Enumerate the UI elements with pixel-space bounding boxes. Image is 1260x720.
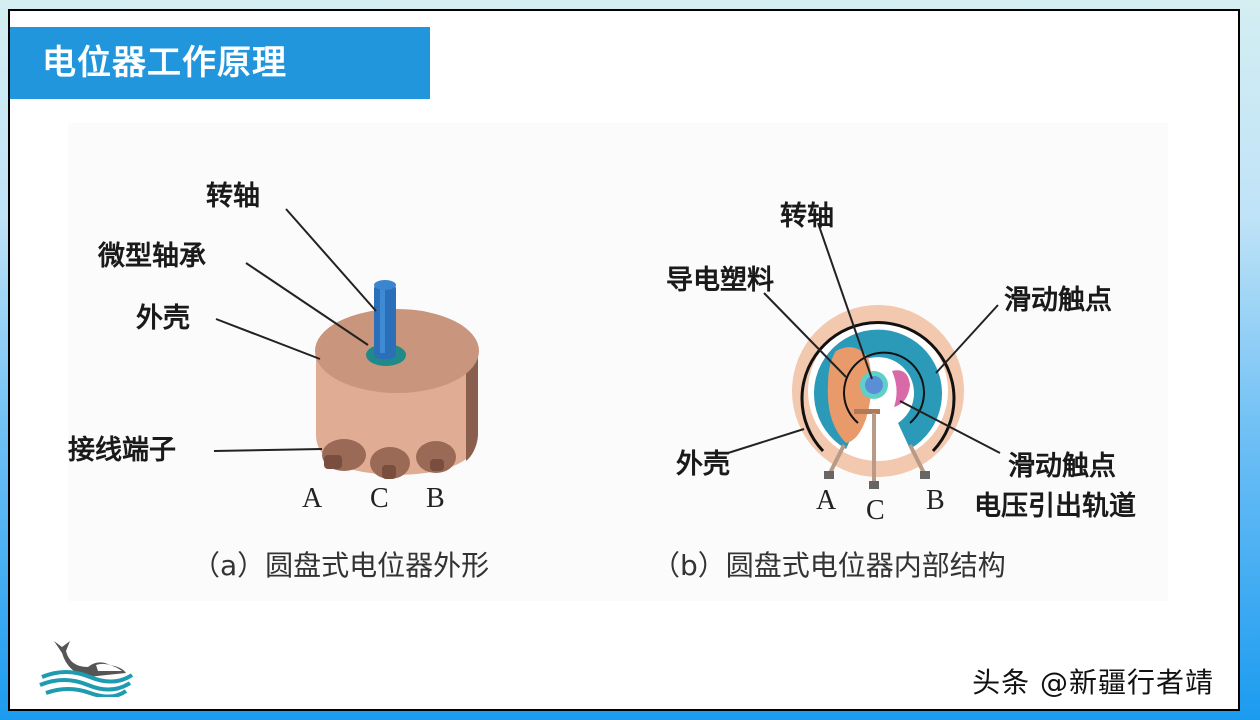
label-bearing: 微型轴承 xyxy=(97,241,206,272)
figure-a-illustration: 转轴 微型轴承 外壳 接线端子 A C B xyxy=(68,181,479,514)
letter-a-b: A xyxy=(816,485,837,516)
caption-a: （a）圆盘式电位器外形 xyxy=(192,549,489,582)
label-sliding-contact-top: 滑动触点 xyxy=(1004,285,1112,316)
label-sliding-contact-bottom: 滑动触点 xyxy=(1008,451,1116,482)
terminal-b xyxy=(416,441,456,473)
page-title: 电位器工作原理 xyxy=(10,27,430,99)
label-terminals: 接线端子 xyxy=(68,435,176,466)
whale-wave-icon xyxy=(39,641,134,697)
figure-b-illustration: 转轴 导电塑料 滑动触点 外壳 滑动触点 电压引出轨道 A C B xyxy=(666,201,1136,526)
label-conductive-plastic: 导电塑料 xyxy=(666,265,774,296)
label-voltage-track: 电压引出轨道 xyxy=(974,490,1136,522)
conductive-plastic xyxy=(827,347,872,443)
terminal-a xyxy=(322,439,366,471)
sliding-contact xyxy=(892,370,910,407)
watermark: 头条 @新疆行者靖 xyxy=(972,666,1214,699)
diagram-canvas: 转轴 微型轴承 外壳 接线端子 A C B xyxy=(68,181,1136,582)
caption-b: （b）圆盘式电位器内部结构 xyxy=(652,549,1006,582)
slide-frame: 电位器工作原理 xyxy=(8,9,1240,711)
label-housing-a: 外壳 xyxy=(136,303,190,334)
letter-c: C xyxy=(370,483,389,514)
letter-a: A xyxy=(302,483,323,514)
letter-b-b: B xyxy=(926,485,945,516)
terminal-c xyxy=(370,447,410,479)
label-shaft-a: 转轴 xyxy=(206,181,260,212)
letter-c-b: C xyxy=(866,495,885,526)
label-shaft-b: 转轴 xyxy=(780,201,834,232)
center-shaft xyxy=(865,376,883,394)
potentiometer-diagram: 转轴 微型轴承 外壳 接线端子 A C B xyxy=(68,123,1168,601)
letter-b: B xyxy=(426,483,445,514)
label-housing-b: 外壳 xyxy=(676,449,730,480)
